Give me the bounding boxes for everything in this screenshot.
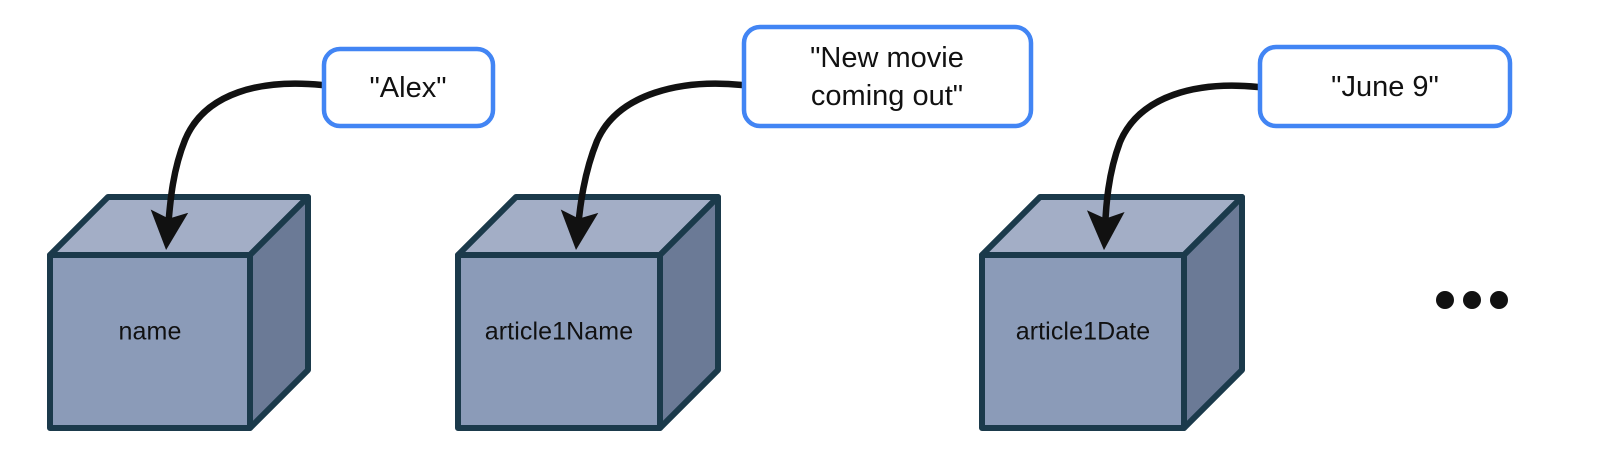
arrow-to-name [150,80,326,251]
ellipsis-dot-2 [1463,291,1481,309]
callout-alex-box[interactable] [321,46,496,129]
callout-june9-box[interactable] [1257,44,1513,129]
cube-article1name [455,194,721,431]
cube-article1date [979,194,1245,431]
arrow-to-article1name [560,80,746,251]
cube-article1date-front-face [979,252,1187,431]
ellipsis-more-cubes [1436,291,1508,309]
ellipsis-dot-1 [1436,291,1454,309]
ellipsis-dot-3 [1490,291,1508,309]
cube-article1name-front-face [455,252,663,431]
cube-name-front-face [47,252,253,431]
arrow-to-article1date [1086,82,1262,251]
callout-newmovie-box[interactable] [741,24,1034,129]
cube-name [47,194,311,431]
